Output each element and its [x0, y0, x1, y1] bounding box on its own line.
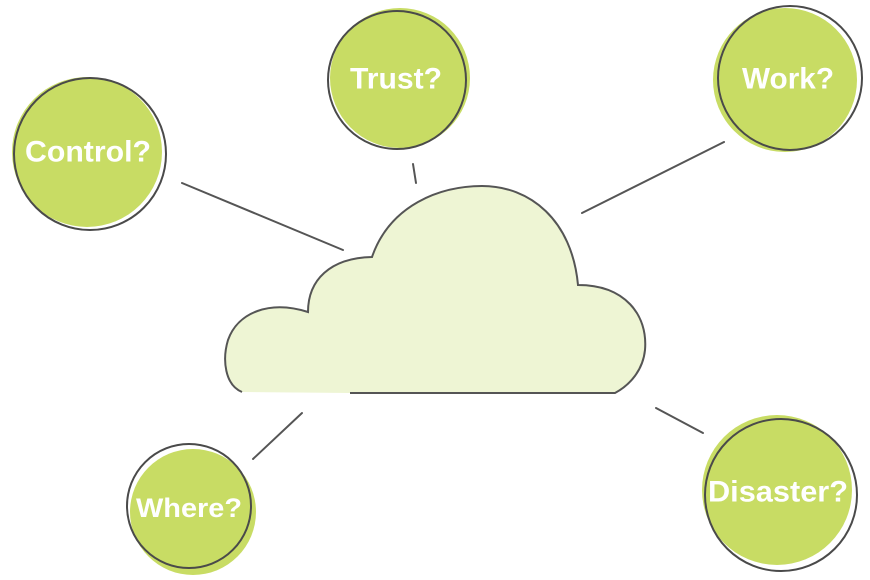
bubble-disaster — [702, 415, 852, 565]
bubble-outline-trust — [327, 10, 467, 150]
bubble-trust — [330, 8, 470, 148]
label-work: Work? — [742, 63, 834, 96]
bubble-outline-control — [13, 77, 167, 231]
node-trust: Trust? — [327, 8, 470, 150]
node-work: Work? — [713, 5, 863, 152]
connector-disaster — [655, 407, 704, 434]
cloud-shape — [224, 184, 647, 394]
label-control: Control? — [25, 136, 151, 169]
connectors — [181, 141, 725, 460]
label-disaster: Disaster? — [708, 476, 848, 509]
node-where: Where? — [126, 443, 256, 575]
bubble-work — [713, 8, 857, 152]
label-trust: Trust? — [350, 63, 442, 96]
connector-work — [581, 141, 725, 214]
bubble-control — [12, 77, 162, 227]
label-where: Where? — [136, 493, 242, 523]
bubble-outline-work — [717, 5, 863, 151]
bubble-outline-where — [126, 443, 252, 569]
connector-where — [252, 412, 303, 460]
node-disaster: Disaster? — [702, 415, 858, 572]
connector-control — [181, 182, 344, 251]
bubble-where — [130, 449, 256, 575]
node-control: Control? — [12, 77, 167, 231]
bubble-outline-disaster — [704, 418, 858, 572]
connector-trust — [412, 163, 417, 184]
